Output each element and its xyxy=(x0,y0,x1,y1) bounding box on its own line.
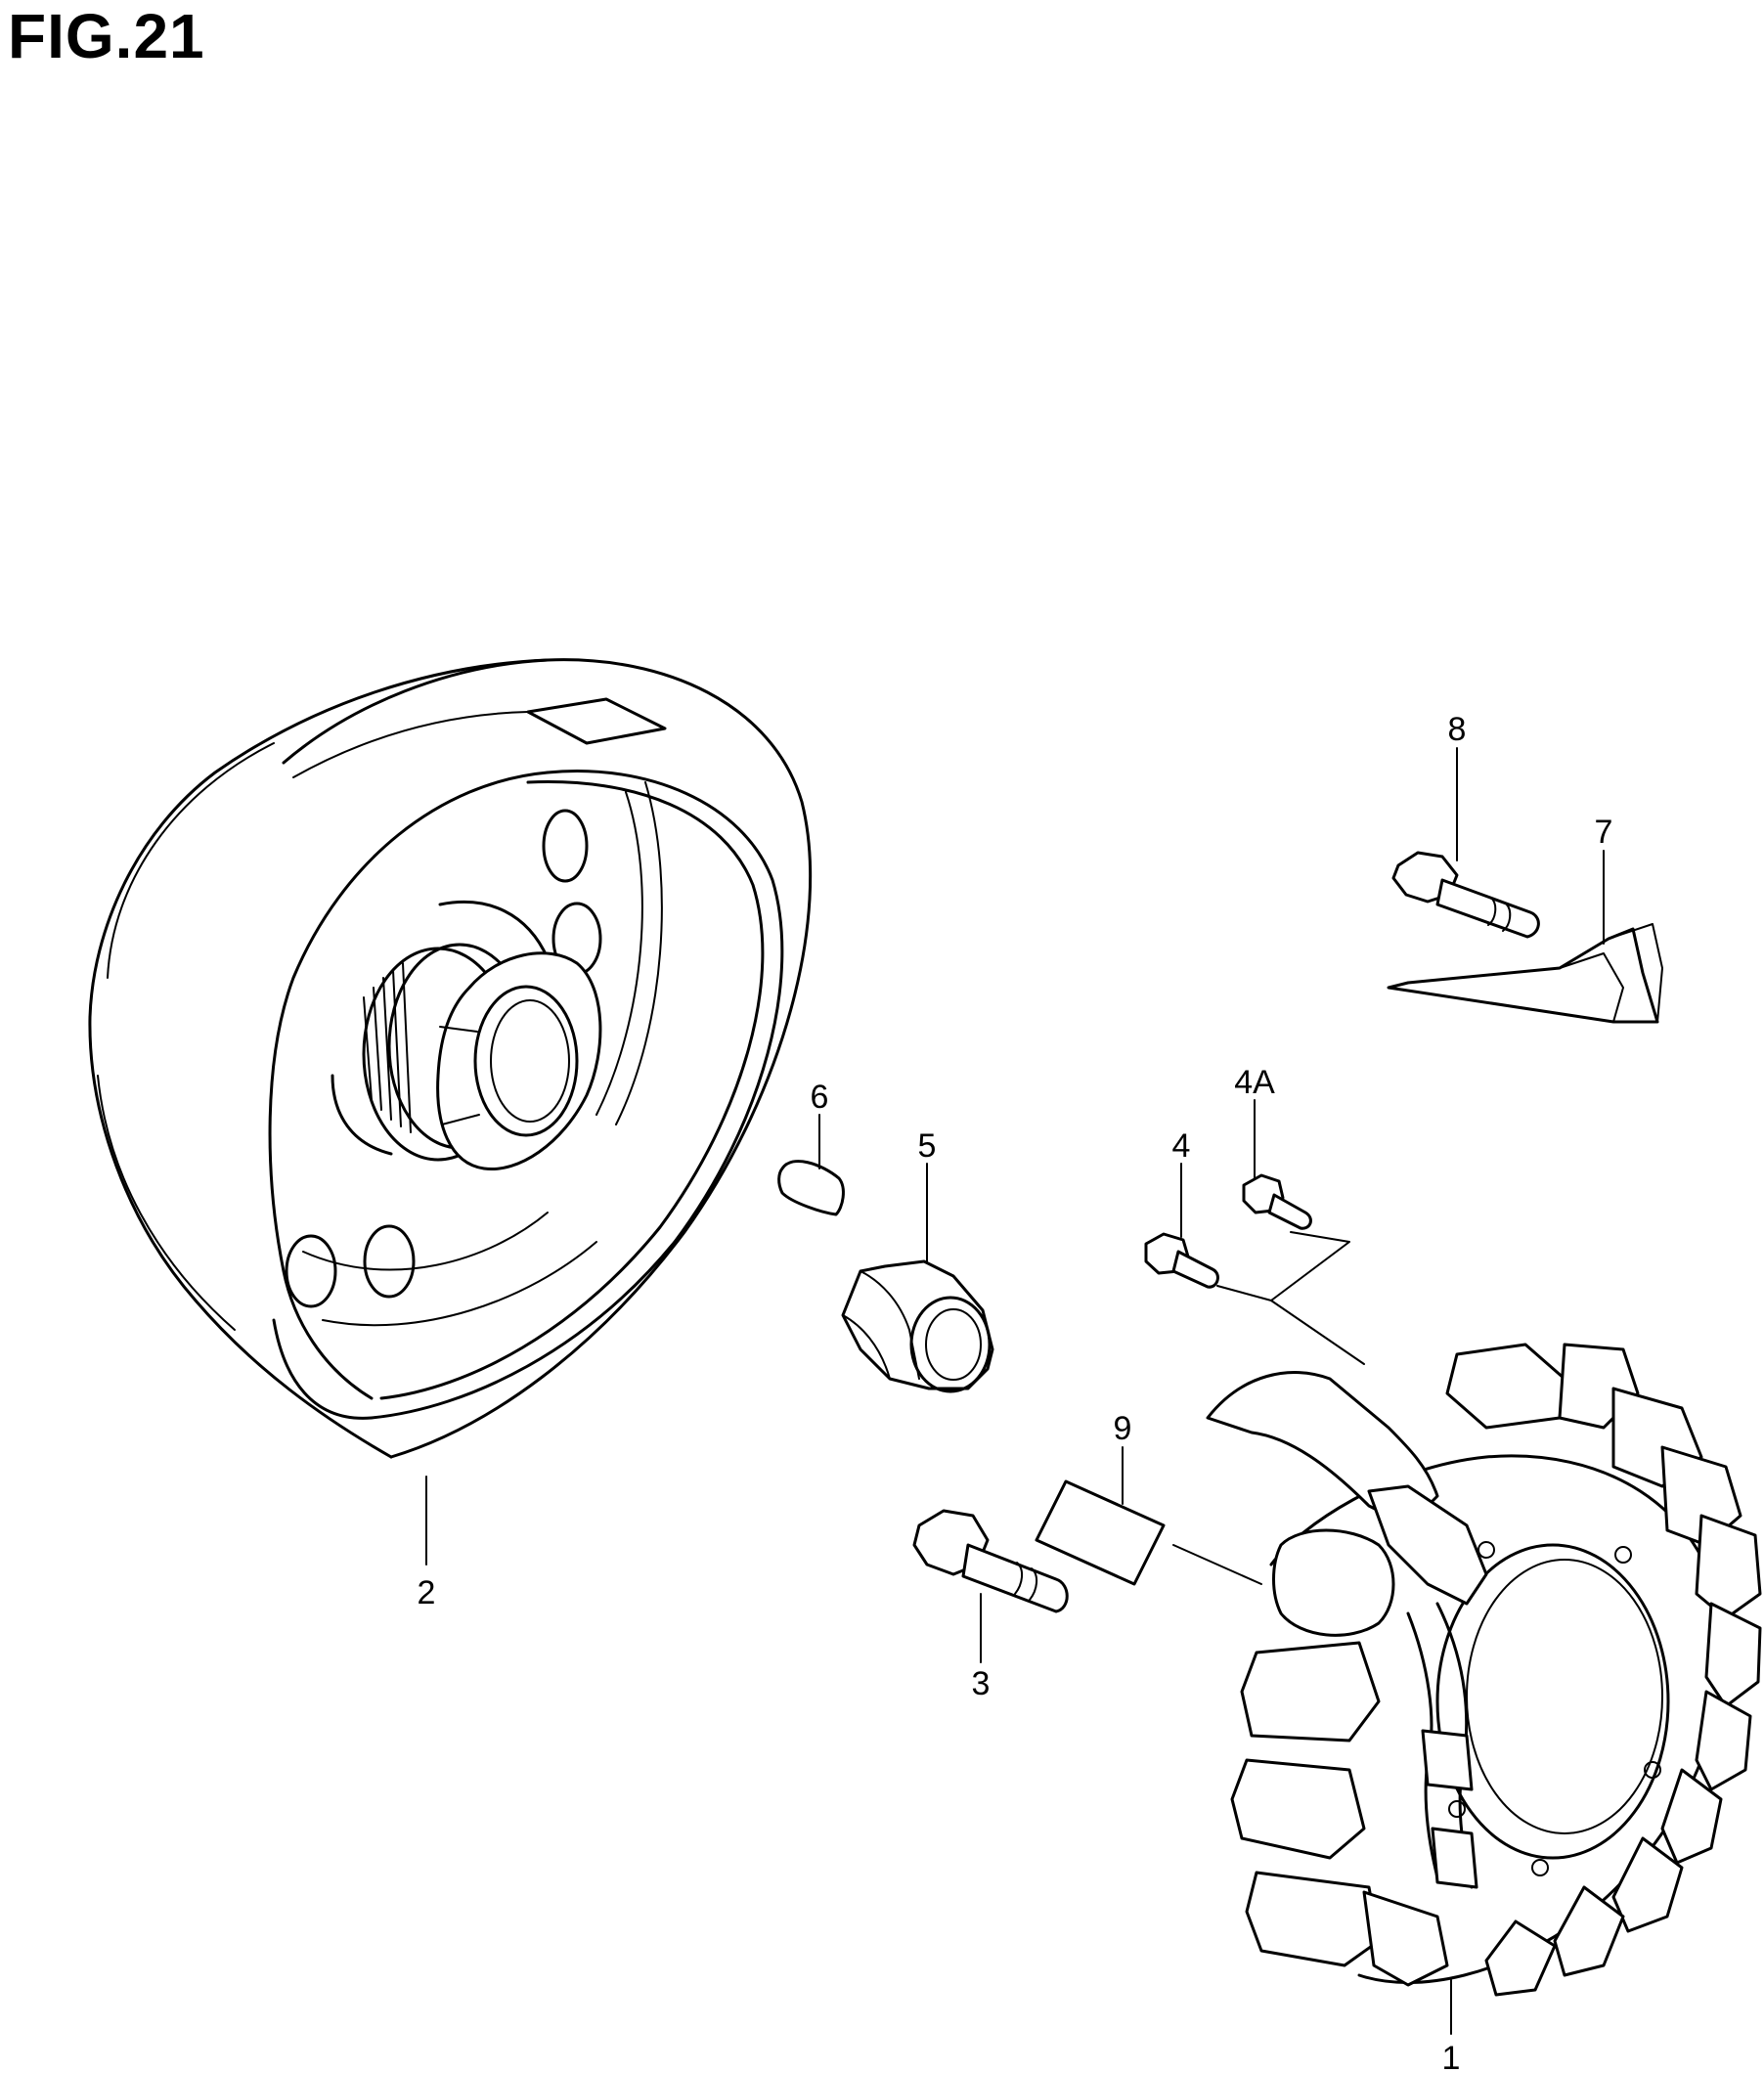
key-drawing xyxy=(777,1114,845,1216)
screw-4-drawing xyxy=(1144,1163,1219,1289)
callout-6: 6 xyxy=(811,1079,829,1116)
nut-drawing xyxy=(841,1163,994,1393)
callout-7: 7 xyxy=(1595,814,1613,851)
callout-4a: 4A xyxy=(1234,1064,1275,1101)
callout-1: 1 xyxy=(1442,2040,1461,2073)
callout-5: 5 xyxy=(918,1127,937,1165)
rotor-drawing xyxy=(88,658,813,1566)
pad-drawing xyxy=(1035,1446,1262,1586)
callout-8: 8 xyxy=(1448,711,1467,748)
clamp-drawing xyxy=(1387,850,1663,1024)
stator-drawing xyxy=(1206,1343,1762,2035)
callout-9: 9 xyxy=(1114,1410,1132,1447)
callout-4: 4 xyxy=(1172,1127,1191,1165)
callout-3: 3 xyxy=(972,1665,991,1702)
bolt-3-drawing xyxy=(912,1509,1069,1663)
callout-2: 2 xyxy=(418,1574,436,1611)
figure-title: FIG.21 xyxy=(8,1,205,71)
screw-4a-drawing xyxy=(1216,1099,1365,1365)
bolt-8-drawing xyxy=(1391,747,1540,939)
